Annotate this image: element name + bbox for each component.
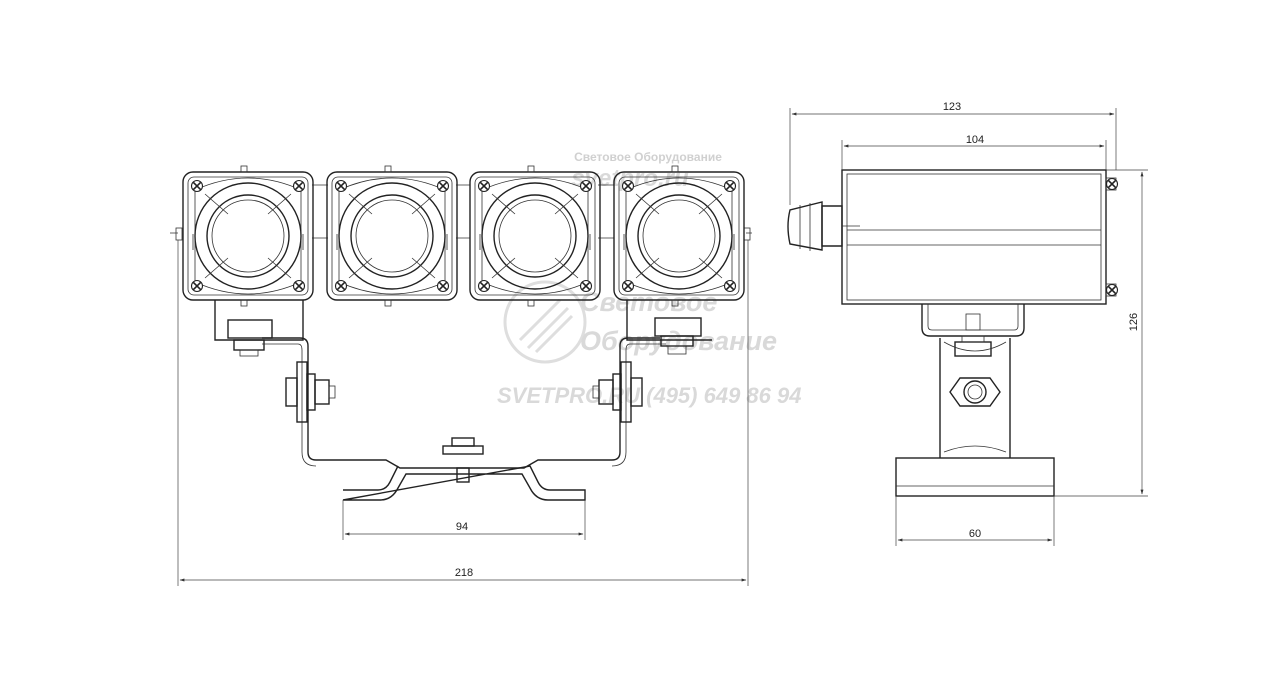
side-housing-depth-label: 104 [966, 134, 984, 146]
watermark-logo-phone: SVETPRO.RU (495) 649 86 94 [497, 383, 801, 408]
led-module-2 [327, 166, 457, 306]
front-overall-width-label: 218 [455, 567, 473, 579]
watermark-logo-brand-line2: Оборудование [580, 326, 777, 356]
side-overall-depth-label: 123 [943, 101, 961, 113]
front-view: 94 218 [170, 166, 752, 586]
watermark-logo-icon [503, 280, 587, 364]
side-view: 123 104 126 60 [787, 101, 1148, 546]
side-base-width-label: 60 [969, 528, 981, 540]
front-base-width-label: 94 [456, 521, 468, 533]
led-module-1 [183, 166, 313, 306]
led-module-3 [470, 166, 600, 306]
side-height-label: 126 [1128, 313, 1140, 331]
watermark-logo-brand: Световое [580, 287, 717, 317]
watermark-top-caption: Световое Оборудование [574, 150, 722, 164]
watermark: Световое Оборудование svetpro.ru Светово… [497, 150, 801, 408]
